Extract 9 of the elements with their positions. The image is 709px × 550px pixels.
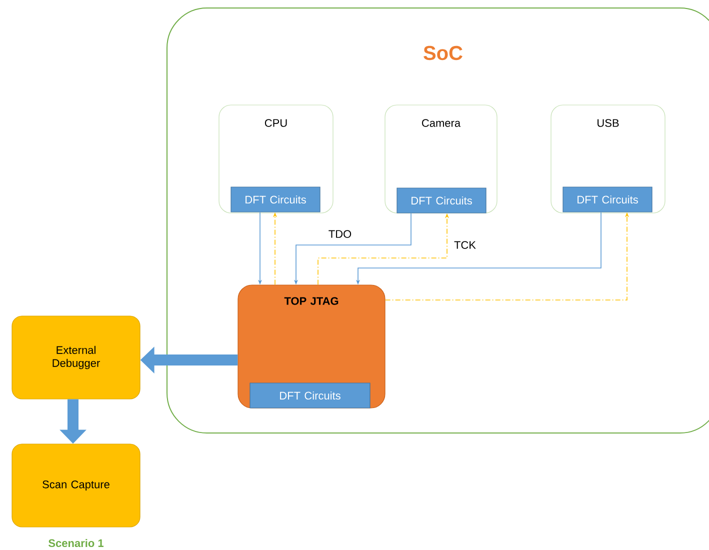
dft-box: DFT Circuits: [562, 186, 652, 212]
dft-box: DFT Circuits: [396, 188, 486, 214]
dft-box: DFT Circuits: [250, 382, 370, 408]
edge-label: TCK: [453, 240, 477, 250]
capture-box: Scan Capture: [12, 444, 140, 528]
debugger-box: External Debugger: [12, 316, 140, 400]
edge-label: TDO: [327, 229, 353, 239]
dft-box: DFT Circuits: [230, 186, 320, 212]
scenario-label: Scenario 1: [48, 538, 104, 548]
